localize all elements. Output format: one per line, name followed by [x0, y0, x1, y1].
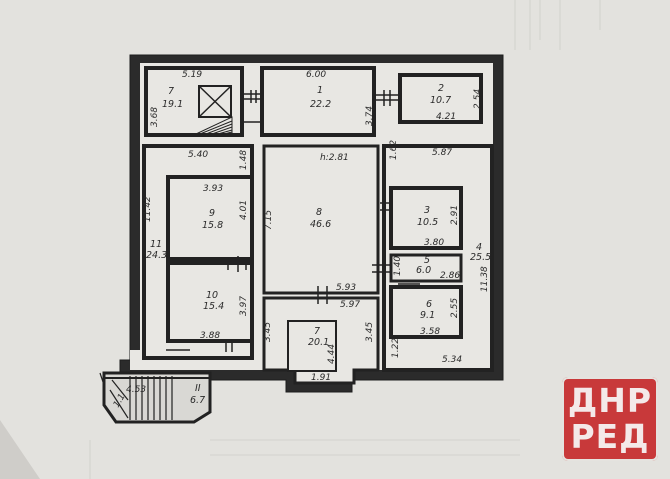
dim-7-left: 3.68: [150, 107, 160, 127]
room-10-area: 15.4: [203, 301, 224, 312]
dim-7b-right: 3.45: [365, 322, 375, 342]
room-2-number: 2: [438, 83, 444, 94]
room-9-number: 9: [209, 208, 215, 219]
room-7-area: 19.1: [162, 99, 183, 110]
room-3-area: 10.5: [417, 217, 438, 228]
dim-11-left: 11.42: [143, 196, 153, 222]
room-6-number: 6: [426, 299, 432, 310]
dim-4-left: 1.62: [389, 140, 399, 160]
room-3: [389, 186, 463, 250]
dim-11-right: 1.48: [239, 150, 249, 170]
room-II-number: II: [195, 383, 201, 394]
dim-2-right: 2.54: [473, 89, 483, 109]
logo-line-1: ДНР: [567, 381, 653, 420]
dim-9-right: 4.01: [239, 200, 249, 220]
room-1-number: 1: [317, 85, 323, 96]
dim-corridor-bottom: 5.97: [340, 300, 360, 310]
room-6: [389, 285, 463, 339]
stair-hatch: [195, 116, 233, 135]
stair-steps: [99, 372, 173, 420]
dim-10-bottom: 3.88: [200, 331, 220, 341]
logo-line-2: РЕД: [570, 417, 650, 456]
dim-11-top: 5.40: [188, 150, 208, 160]
window-marks: [240, 90, 400, 123]
dim-7b-bottom: 1.91: [311, 373, 331, 383]
room-8: [262, 144, 380, 295]
room-2-area: 10.7: [430, 95, 451, 106]
room-5-number: 5: [424, 255, 430, 266]
room-1: [260, 66, 376, 137]
room-8-area: 46.6: [310, 219, 331, 230]
dim-4-left-low: 1.22: [391, 338, 401, 358]
room-10: [166, 261, 254, 343]
dim-stair: 4.53: [126, 385, 146, 395]
ceiling-height: h:2.81: [320, 153, 349, 163]
room-7b-area: 20.1: [308, 337, 329, 348]
room-7-number: 7: [168, 86, 174, 97]
dim-4-right: 11.38: [480, 266, 490, 292]
dim-corridor-top: 5.93: [336, 283, 356, 293]
room-4-number: 4: [476, 242, 482, 253]
room-1-area: 22.2: [310, 99, 331, 110]
dim-3-right: 2.91: [450, 205, 460, 225]
dim-5-right: 2.86: [440, 271, 460, 281]
dim-6-right: 2.55: [450, 298, 460, 318]
dim-1-top: 6.00: [306, 70, 326, 80]
room-6-area: 9.1: [420, 310, 435, 321]
room-II-area: 6.7: [190, 395, 205, 406]
dim-6-bottom: 3.58: [420, 327, 440, 337]
room-7b-number: 7: [314, 326, 320, 337]
room-5: [389, 253, 463, 283]
dim-5-left: 1.40: [393, 256, 403, 276]
room-5-area: 6.0: [416, 265, 431, 276]
dim-10-right: 3.97: [239, 296, 249, 316]
dim-7b-inner: 4.44: [327, 344, 337, 364]
dim-1-right: 3.74: [365, 106, 375, 126]
room-11-number: 11: [150, 239, 162, 250]
site-logo: ДНР РЕД: [562, 377, 658, 461]
dim-2-bottom: 4.21: [436, 112, 456, 122]
room-9: [166, 175, 254, 261]
room-3-number: 3: [424, 205, 430, 216]
room-4-area: 25.5: [470, 252, 491, 263]
dim-4-bottom: 5.34: [442, 355, 462, 365]
dim-7b-left: 3.45: [263, 322, 273, 342]
room-10-number: 10: [206, 290, 218, 301]
elevator-shaft: [198, 85, 232, 118]
dim-7-top: 5.19: [182, 70, 202, 80]
dim-3-bottom: 3.80: [424, 238, 444, 248]
room-2: [398, 73, 483, 124]
dim-9-top: 3.93: [203, 184, 223, 194]
room-11-area: 24.3: [146, 250, 167, 261]
room-8-number: 8: [316, 207, 322, 218]
dim-4-top: 5.87: [432, 148, 452, 158]
room-9-area: 15.8: [202, 220, 223, 231]
door-marks: [166, 135, 420, 352]
dim-8-left: 7.15: [264, 210, 274, 230]
